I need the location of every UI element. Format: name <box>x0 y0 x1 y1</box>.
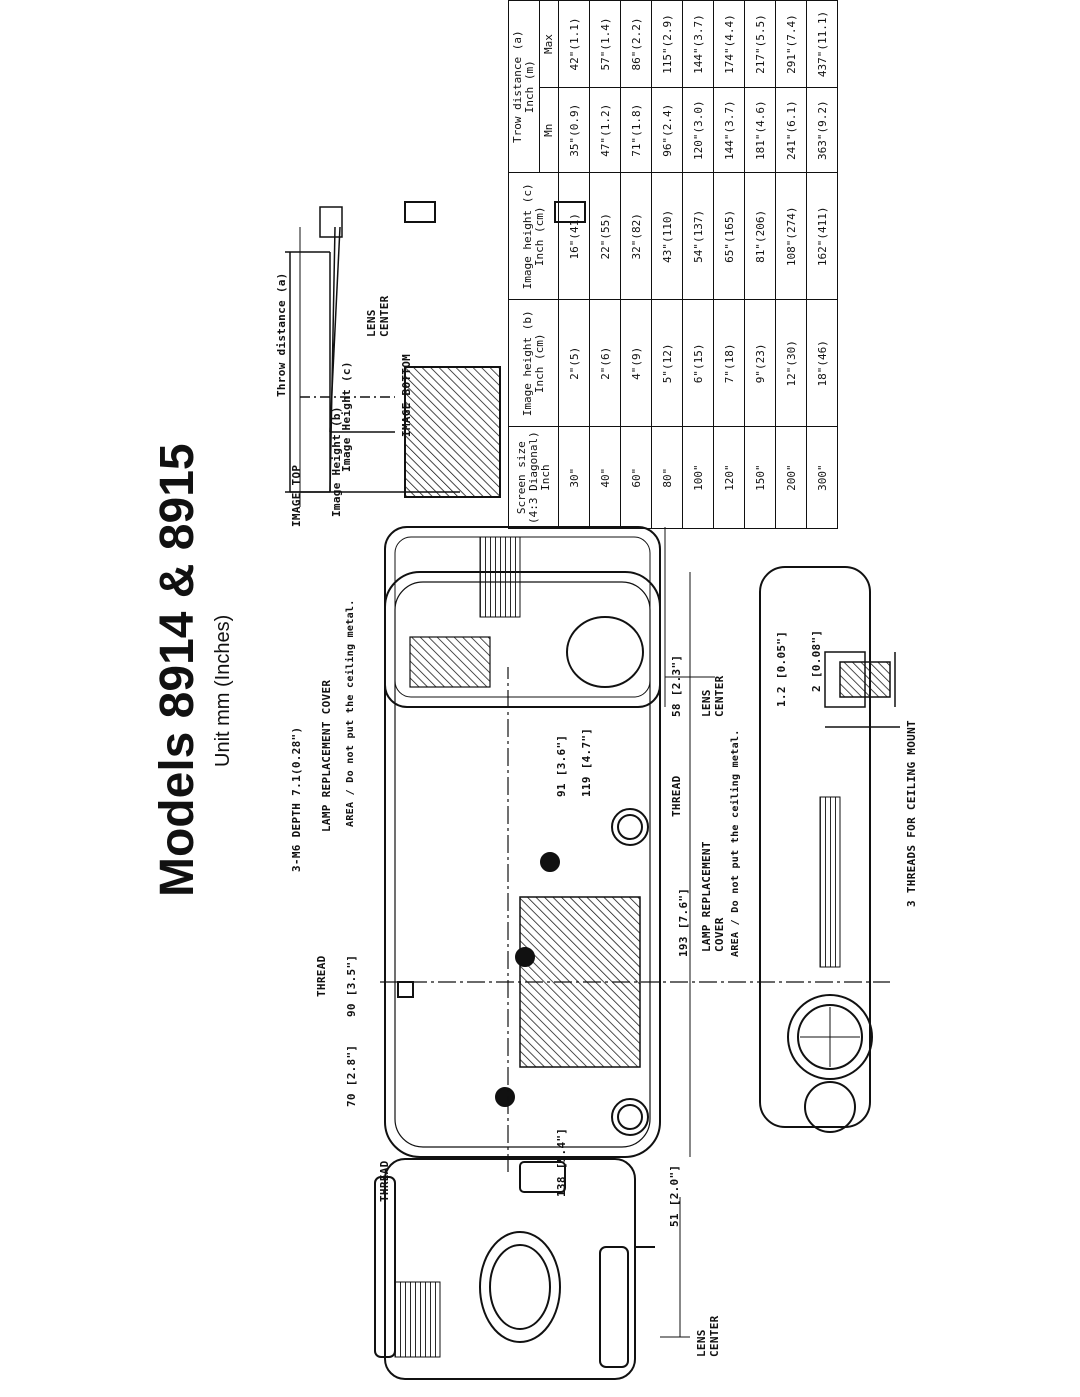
dimension-70: 70 [2.8"] <box>345 1044 358 1107</box>
image-height-c-label: Image Height (c) <box>340 361 353 472</box>
table-cell-screen: 300" <box>806 426 838 529</box>
image-top-label: IMAGE TOP <box>290 464 303 527</box>
table-cell-b: 18"(46) <box>806 299 838 427</box>
table-row: 40"2"(6)22"(55)47"(1.2)57"(1.4) <box>589 0 621 529</box>
table-cell-c: 81"(206) <box>744 172 776 300</box>
table-cell-screen: 150" <box>744 426 776 529</box>
table-cell-min: 71"(1.8) <box>620 87 652 173</box>
table-row: 30"2"(5)16"(41)35"(0.9)42"(1.1) <box>558 0 590 529</box>
header-max: Max <box>539 0 559 88</box>
table-cell-b: 6"(15) <box>682 299 714 427</box>
dimension-1-2: 1.2 [0.05"] <box>775 630 788 707</box>
area-note-2: AREA / Do not put the ceiling metal. <box>730 729 741 957</box>
table-row: 80"5"(12)43"(110)96"(2.4)115"(2.9) <box>651 0 683 529</box>
table-cell-screen: 30" <box>558 426 590 529</box>
table-cell-b: 12"(30) <box>775 299 807 427</box>
table-row: 100"6"(15)54"(137)120"(3.0)144"(3.7) <box>682 0 714 529</box>
table-cell-screen: 80" <box>651 426 683 529</box>
dimension-2: 2 [0.08"] <box>810 629 823 692</box>
bottom-view-drawing <box>380 201 890 1172</box>
table-cell-screen: 200" <box>775 426 807 529</box>
table-cell-c: 108"(274) <box>775 172 807 300</box>
table-cell-max: 57"(1.4) <box>589 0 621 88</box>
table-cell-b: 5"(12) <box>651 299 683 427</box>
dimension-90: 90 [3.5"] <box>345 954 358 1017</box>
table-row: 60"4"(9)32"(82)71"(1.8)86"(2.2) <box>620 0 652 529</box>
table-cell-max: 437"(11.1) <box>806 0 838 88</box>
table-cell-min: 181"(4.6) <box>744 87 776 173</box>
table-cell-c: 65"(165) <box>713 172 745 300</box>
thread-label-1: THREAD <box>378 1160 391 1202</box>
table-cell-b: 9"(23) <box>744 299 776 427</box>
table-cell-screen: 40" <box>589 426 621 529</box>
throw-distance-label: Throw distance (a) <box>275 272 288 397</box>
header-min: Mn <box>539 87 559 173</box>
table-cell-b: 4"(9) <box>620 299 652 427</box>
table-row: 120"7"(18)65"(165)144"(3.7)174"(4.4) <box>713 0 745 529</box>
dimension-58: 58 [2.3"] <box>670 654 683 717</box>
side-view-drawing <box>384 526 715 708</box>
table-cell-b: 2"(6) <box>589 299 621 427</box>
table-cell-max: 42"(1.1) <box>558 0 590 88</box>
table-cell-min: 144"(3.7) <box>713 87 745 173</box>
dimension-138: 138 [5.4"] <box>555 1127 568 1197</box>
table-cell-min: 363"(9.2) <box>806 87 838 173</box>
table-cell-b: 7"(18) <box>713 299 745 427</box>
table-row: 300"18"(46)162"(411)363"(9.2)437"(11.1) <box>806 0 838 529</box>
lamp-cover-label-1: LAMP REPLACEMENT COVER <box>320 679 333 832</box>
table-cell-screen: 60" <box>620 426 652 529</box>
thread-label-2: THREAD <box>315 955 328 997</box>
table-cell-max: 174"(4.4) <box>713 0 745 88</box>
table-row: 200"12"(30)108"(274)241"(6.1)291"(7.4) <box>775 0 807 529</box>
table-cell-b: 2"(5) <box>558 299 590 427</box>
table-cell-max: 217"(5.5) <box>744 0 776 88</box>
image-bottom-label: IMAGE BOTTOM <box>400 353 413 437</box>
table-header: Screen size (4:3 Diagonal) Inch Image he… <box>508 0 559 529</box>
table-cell-screen: 120" <box>713 426 745 529</box>
table-cell-min: 120"(3.0) <box>682 87 714 173</box>
thread-detail <box>824 651 900 728</box>
dimension-119: 119 [4.7"] <box>580 727 593 797</box>
table-cell-screen: 100" <box>682 426 714 529</box>
dimension-193: 193 [7.6"] <box>677 887 690 957</box>
table-cell-min: 35"(0.9) <box>558 87 590 173</box>
table-cell-c: 32"(82) <box>620 172 652 300</box>
ceiling-mount-label: 3 THREADS FOR CEILING MOUNT <box>905 720 918 907</box>
table-cell-c: 22"(55) <box>589 172 621 300</box>
header-image-height-b: Image height (b) Inch (cm) <box>508 299 559 427</box>
table-cell-max: 86"(2.2) <box>620 0 652 88</box>
table-cell-c: 162"(411) <box>806 172 838 300</box>
table-cell-max: 144"(3.7) <box>682 0 714 88</box>
table-cell-c: 16"(41) <box>558 172 590 300</box>
throw-diagram <box>285 206 460 507</box>
header-throw-distance: Trow distance (a) Inch (m) <box>508 0 540 173</box>
table-cell-max: 291"(7.4) <box>775 0 807 88</box>
m6-depth-label: 3-M6 DEPTH 7.1(0.28") <box>290 726 303 872</box>
rear-view-drawing <box>759 566 873 1133</box>
table-body: 30"2"(5)16"(41)35"(0.9)42"(1.1)40"2"(6)2… <box>558 0 838 529</box>
table-cell-c: 54"(137) <box>682 172 714 300</box>
thread-label-3: THREAD <box>670 775 683 817</box>
table-cell-c: 43"(110) <box>651 172 683 300</box>
table-cell-min: 241"(6.1) <box>775 87 807 173</box>
header-image-height-c: Image height (c) Inch (cm) <box>508 172 559 300</box>
header-screen-size: Screen size (4:3 Diagonal) Inch <box>508 426 559 529</box>
area-note-1: AREA / Do not put the ceiling metal. <box>345 599 356 827</box>
table-cell-max: 115"(2.9) <box>651 0 683 88</box>
table-row: 150"9"(23)81"(206)181"(4.6)217"(5.5) <box>744 0 776 529</box>
table-cell-min: 96"(2.4) <box>651 87 683 173</box>
dimension-51: 51 [2.0"] <box>668 1164 681 1227</box>
front-view-drawing <box>374 1158 690 1380</box>
dimension-91: 91 [3.6"] <box>555 734 568 797</box>
table-cell-min: 47"(1.2) <box>589 87 621 173</box>
throw-distance-table: Screen size (4:3 Diagonal) Inch Image he… <box>508 0 838 529</box>
